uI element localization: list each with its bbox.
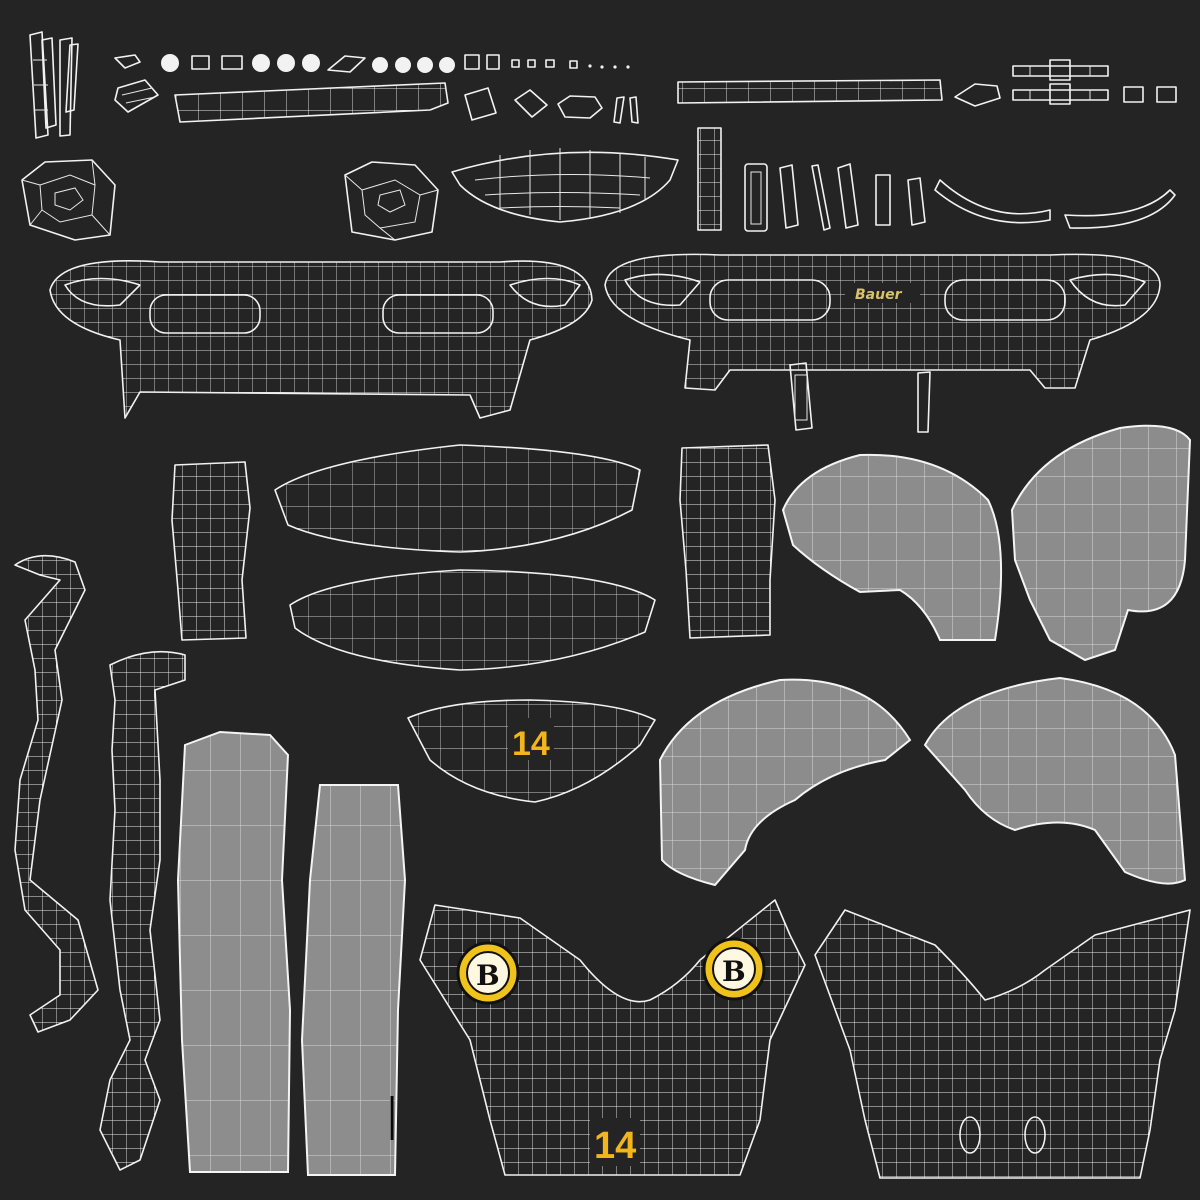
team-badge-left: B	[456, 941, 520, 1005]
curved-strap-outer	[14, 554, 99, 1033]
vertical-pad-right-gray	[300, 784, 407, 1176]
vertical-pad-left-gray	[176, 730, 292, 1173]
rivet-dot	[302, 54, 320, 72]
rivet-dot	[372, 57, 388, 73]
brim-piece-upper	[274, 444, 641, 553]
brim-piece-lower	[289, 569, 656, 671]
brand-logo-text: Bauer	[855, 287, 903, 303]
long-strap-right	[677, 79, 943, 104]
front-shell-right: Bauer	[604, 253, 1161, 391]
cup-piece-top	[451, 148, 679, 223]
ear-pad-upper-right-gray	[1010, 424, 1192, 662]
rivet-dot	[161, 54, 179, 72]
rivet-dot	[277, 54, 295, 72]
screw-parts	[1012, 59, 1177, 105]
ear-pieces	[21, 159, 439, 241]
clip-pieces-middle	[789, 362, 931, 433]
front-shell-left	[49, 260, 593, 419]
chin-number: 14	[512, 725, 550, 763]
back-shell-left: B B 14	[419, 899, 806, 1176]
chest-number: 14	[594, 1125, 636, 1167]
curved-strap-inner	[99, 650, 186, 1171]
rivet-dot	[417, 57, 433, 73]
back-shell-right	[814, 909, 1191, 1179]
small-islands-top-row	[29, 31, 1177, 139]
long-strap-left	[174, 82, 449, 123]
badge-letter-left: B	[476, 959, 500, 992]
ear-pad-lower-right-gray	[923, 676, 1187, 885]
strap-block-right	[679, 444, 776, 639]
team-badge-right: B	[702, 937, 766, 1001]
strap-block-left	[171, 461, 251, 641]
rivet-dot	[395, 57, 411, 73]
ear-pad-lower-left-gray	[658, 678, 912, 887]
rivet-dot	[439, 57, 455, 73]
ear-pad-upper-left-gray	[781, 453, 1003, 641]
hardware-small-parts	[697, 127, 1176, 232]
badge-letter-right: B	[722, 955, 746, 988]
rivet-dot	[252, 54, 270, 72]
chin-cup: 14	[407, 699, 656, 803]
